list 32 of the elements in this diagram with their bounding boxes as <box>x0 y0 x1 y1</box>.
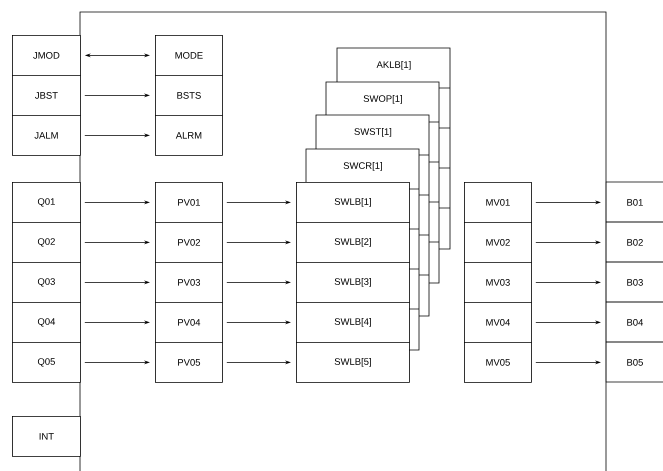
signal-box: SWLB[3] <box>296 262 410 303</box>
output-box: B01 <box>606 182 663 222</box>
signal-box: MV02 <box>464 222 532 263</box>
signal-box: PV02 <box>155 222 223 263</box>
output-box: B02 <box>606 222 663 262</box>
signal-box: JBST <box>12 75 81 116</box>
signal-box: Q02 <box>12 222 81 263</box>
output-box: B04 <box>606 302 663 342</box>
signal-box: JALM <box>12 115 81 156</box>
signal-box: PV01 <box>155 182 223 223</box>
signal-box: Q01 <box>12 182 81 223</box>
output-box: B03 <box>606 262 663 302</box>
signal-box: MV01 <box>464 182 532 223</box>
signal-box: Q04 <box>12 302 81 343</box>
signal-box: SWLB[4] <box>296 302 410 343</box>
signal-box: SWLB[1] <box>296 182 410 223</box>
signal-box: SWLB[2] <box>296 222 410 263</box>
signal-box: JMOD <box>12 35 81 76</box>
signal-box: MV05 <box>464 342 532 383</box>
signal-box: ALRM <box>155 115 223 156</box>
signal-box: MV03 <box>464 262 532 303</box>
signal-box: PV05 <box>155 342 223 383</box>
signal-box: SWLB[5] <box>296 342 410 383</box>
signal-box: BSTS <box>155 75 223 116</box>
signal-box: PV04 <box>155 302 223 343</box>
signal-box: MV04 <box>464 302 532 343</box>
signal-box: PV03 <box>155 262 223 303</box>
signal-box: INT <box>12 416 81 457</box>
signal-box: MODE <box>155 35 223 76</box>
output-box: B05 <box>606 342 663 382</box>
signal-box: Q03 <box>12 262 81 303</box>
signal-box: Q05 <box>12 342 81 383</box>
